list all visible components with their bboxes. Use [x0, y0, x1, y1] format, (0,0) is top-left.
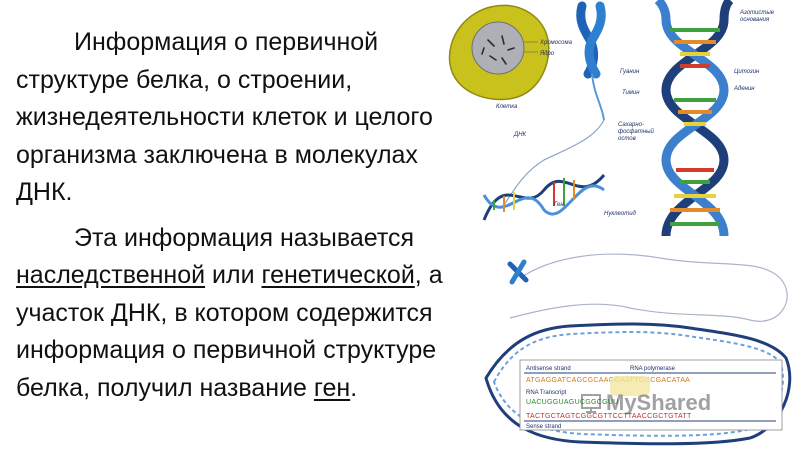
cell-illustration [448, 4, 550, 101]
dna-structure-figure: Клетка Ядро Хромосома ДНК Ген [448, 0, 775, 237]
p1-line-3: жизнедеятельности клеток и целого [16, 103, 433, 131]
paragraph-1: Информация о первичной структуре белка, … [16, 24, 486, 212]
watermark: MyShared [580, 390, 711, 416]
dna-large-helix [654, 0, 734, 237]
nucleus-label: Ядро [539, 51, 555, 57]
guanine-label: Гуанин [620, 69, 640, 75]
p1-line-2: структуре белка, о строении, [16, 65, 353, 94]
p2-line-1: Эта информация называется [74, 223, 415, 252]
transcription-figure: Antisense strand RNA polymerase ATGAGGAT… [484, 253, 792, 446]
backbone-label-2: фосфатный [618, 128, 654, 135]
term-gene: ген [313, 373, 351, 402]
nucleotide-label: Нуклеотид [604, 211, 637, 217]
text-block: Информация о первичной структуре белка, … [16, 24, 486, 407]
term-genetic: генетической [261, 261, 415, 289]
bases-label-2: основания [740, 17, 770, 23]
backbone-label-3: остов [618, 136, 636, 142]
small-chromosome-icon [507, 259, 529, 285]
dna-label: ДНК [513, 132, 527, 138]
gene-label: Ген [554, 202, 564, 208]
antisense-sequence: ATGAGGATCAGCGCAAGGAATTGGCGACATAA [526, 377, 690, 384]
p2-line-4: информация о первичной структуре [16, 336, 437, 364]
thymine-label: Тимин [622, 90, 640, 96]
backbone-label-1: Сахарно- [618, 122, 644, 128]
presentation-icon [581, 394, 601, 413]
p1-line-5: ДНК. [16, 178, 73, 206]
sense-strand-label: Sense strand [526, 424, 561, 430]
p2-line-5: белка, получил название ген. [16, 373, 358, 402]
cytosine-label: Цитозин [734, 69, 760, 75]
chromosome-label: Хромосома [539, 40, 573, 46]
rna-transcript-label: RNA Transcript [526, 390, 567, 396]
p2-line-3: участок ДНК, в котором содержится [16, 298, 433, 327]
watermark-text: MyShared [606, 390, 712, 415]
term-hereditary: наследственной [16, 261, 206, 289]
bases-label-1: Азотистые [739, 10, 775, 16]
antisense-strand-label: Antisense strand [526, 366, 571, 372]
paragraph-2: Эта информация называется наследственной… [16, 220, 486, 408]
sense-sequence: TACTGCTAGTCGGCGTTCCTTAACCGCTGTATT [526, 413, 692, 420]
dna-small-helix [482, 119, 606, 221]
rna-transcript-sequence: UACUGGUAGUCGGCGUU [526, 399, 619, 406]
adenine-label: Аденин [733, 86, 755, 92]
rna-polymerase-label: RNA polymerase [630, 366, 676, 372]
p1-line-1: Информация о первичной [74, 28, 379, 56]
chromosome-illustration [576, 1, 606, 121]
cell-label: Клетка [496, 104, 518, 110]
p2-line-2: наследственной или генетической, а [16, 261, 443, 289]
p1-line-4: организма заключена в молекулах [16, 140, 418, 169]
